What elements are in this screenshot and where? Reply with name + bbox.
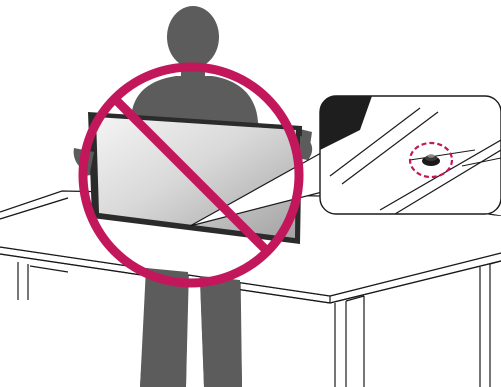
dashed-highlight-circle-icon [408,141,454,179]
magnified-callout-icon [319,95,501,215]
person-legs [140,268,242,387]
prohibition-sign-icon [78,62,304,288]
table-top-surface [0,197,501,304]
joystick-button-icon [422,154,440,166]
